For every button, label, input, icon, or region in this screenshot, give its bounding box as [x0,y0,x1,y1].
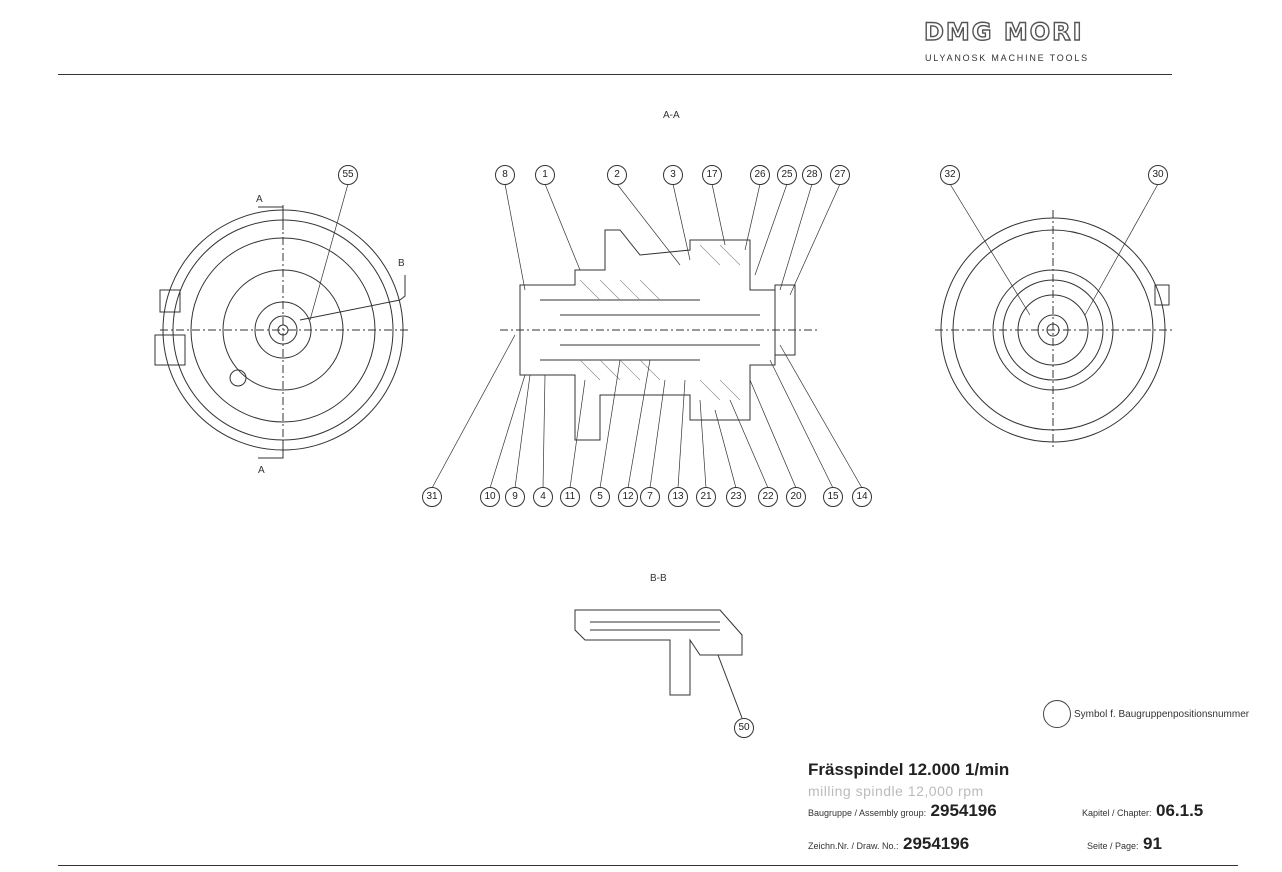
position-balloon: 25 [777,165,797,185]
position-balloon: 13 [668,487,688,507]
position-balloon: 12 [618,487,638,507]
position-balloon: 2 [607,165,627,185]
header-subtitle: ULYANOSK MACHINE TOOLS [925,53,1089,63]
position-balloon: 7 [640,487,660,507]
assembly-value: 2954196 [930,801,997,820]
legend-symbol: Symbol f. Baugruppenpositionsnummer [1043,700,1249,728]
section-bb-view [574,609,743,719]
position-balloon: 8 [495,165,515,185]
balloon-symbol-icon [1043,700,1071,728]
position-balloon: 4 [533,487,553,507]
cut-a-bottom-label: A [258,465,265,476]
section-aa-view [500,229,820,441]
left-end-view [154,205,408,459]
position-balloon: 17 [702,165,722,185]
position-balloon: 3 [663,165,683,185]
position-balloon: 27 [830,165,850,185]
draw-value: 2954196 [902,834,970,853]
drawing-number: Zeichn.Nr. / Draw. No.: 2954196 [808,834,969,854]
section-aa-label: A-A [663,110,680,121]
chapter: Kapitel / Chapter: 06.1.5 [1082,801,1203,821]
position-balloon: 11 [560,487,580,507]
position-balloon: 15 [823,487,843,507]
draw-label: Zeichn.Nr. / Draw. No.: [808,841,899,851]
section-bb-label: B-B [650,573,667,584]
position-balloon: 50 [734,718,754,738]
position-balloon: 14 [852,487,872,507]
drawing-title: Frässpindel 12.000 1/min [808,760,1010,779]
page-value: 91 [1143,834,1162,853]
position-balloon: 10 [480,487,500,507]
position-balloon: 22 [758,487,778,507]
assembly-label: Baugruppe / Assembly group: [808,808,927,818]
header-divider [58,74,1172,75]
position-balloon: 23 [726,487,746,507]
drawing-subtitle: milling spindle 12,000 rpm [808,783,984,799]
position-balloon: 28 [802,165,822,185]
assembly-group: Baugruppe / Assembly group: 2954196 [808,801,997,821]
position-balloon: 26 [750,165,770,185]
position-balloon: 5 [590,487,610,507]
page-label: Seite / Page: [1087,841,1139,851]
position-balloon: 32 [940,165,960,185]
chapter-value: 06.1.5 [1156,801,1204,820]
position-balloon: 20 [786,487,806,507]
cut-b-label: B [398,258,405,269]
legend-text: Symbol f. Baugruppenpositionsnummer [1074,708,1250,720]
dmg-mori-logo: DMG MORI [923,17,1084,46]
cut-a-top-label: A [256,194,263,205]
position-balloon: 55 [338,165,358,185]
position-balloon: 9 [505,487,525,507]
right-end-view [935,210,1175,450]
chapter-label: Kapitel / Chapter: [1082,808,1152,818]
position-balloon: 31 [422,487,442,507]
leader-lines [309,183,1159,489]
footer-divider [58,865,1238,866]
position-balloon: 30 [1148,165,1168,185]
page-number: Seite / Page: 91 [1087,834,1162,854]
position-balloon: 1 [535,165,555,185]
position-balloon: 21 [696,487,716,507]
